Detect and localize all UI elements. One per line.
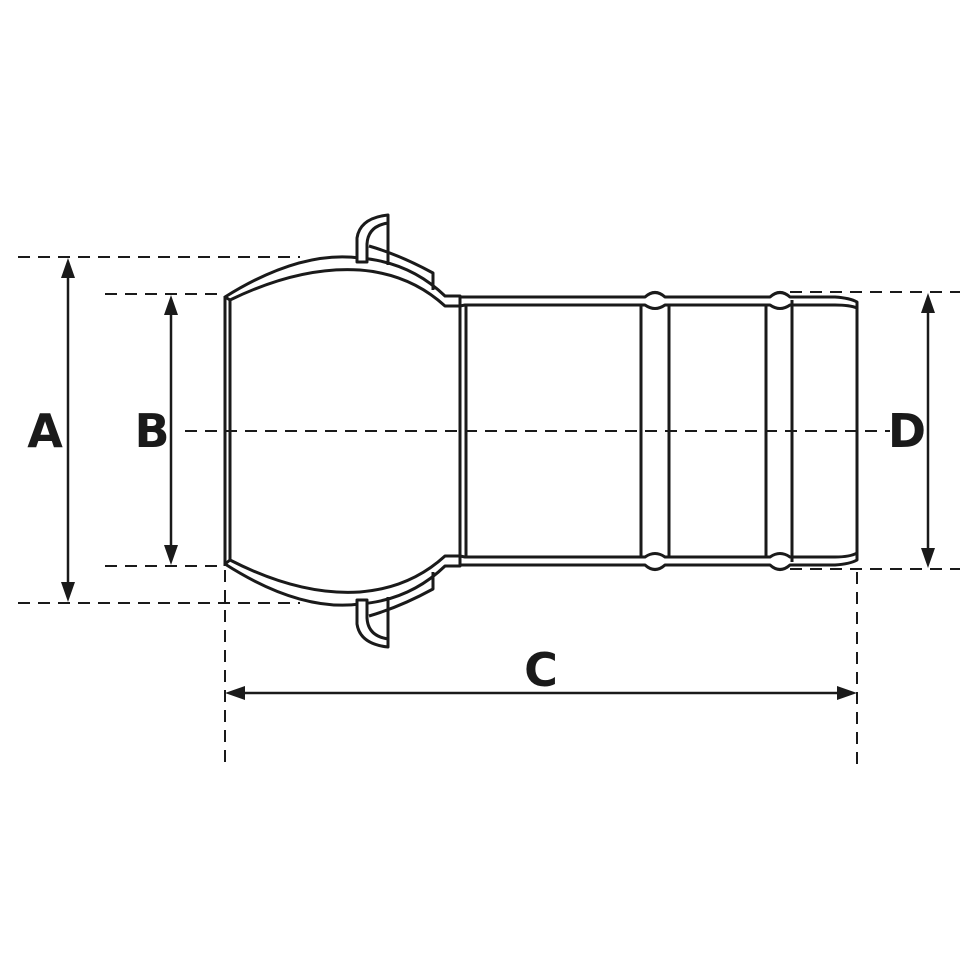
label-b: B: [134, 404, 169, 458]
dimension-c: C: [225, 643, 857, 700]
extension-lines: [18, 256, 960, 765]
label-a: A: [27, 404, 63, 458]
label-c: C: [524, 643, 558, 697]
label-d: D: [888, 404, 926, 458]
ball-end: [223, 213, 462, 649]
hose-tail: [458, 291, 859, 571]
dimension-b: B: [134, 295, 178, 565]
dimension-a: A: [27, 258, 75, 602]
dimension-d: D: [888, 293, 935, 568]
